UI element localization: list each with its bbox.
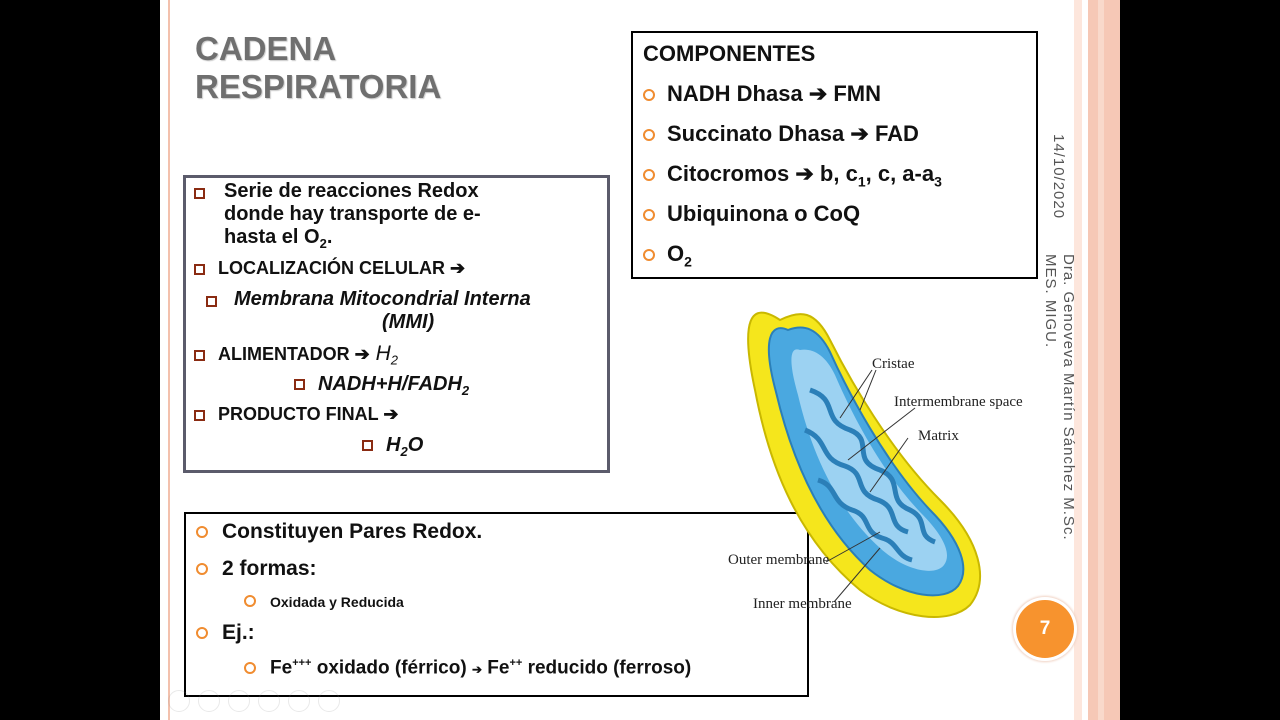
side-author-line1: Dra. Genoveva Martín Sánchez M.Sc. [1060, 254, 1077, 541]
zoom-icon[interactable] [288, 690, 310, 712]
component-item-citocromos: Citocromos ➔ b, c1, c, a-a3 [643, 161, 942, 189]
mitochondrion-diagram: Cristae Intermembrane space Matrix [747, 311, 1023, 618]
definition-item-producto: PRODUCTO FINAL ➔ [194, 404, 398, 425]
bullet-square-icon [362, 440, 373, 452]
arrow-icon: ➔ [383, 404, 399, 424]
slide: CADENA RESPIRATORIA COMPONENTES NADH Dha… [160, 0, 1120, 720]
cristae-folds-2 [803, 427, 909, 535]
more-options-icon[interactable] [318, 690, 340, 712]
definition-item-serie: Serie de reacciones Redox donde hay tran… [194, 180, 594, 255]
side-author-line2: MES. MIGU. [1042, 254, 1059, 349]
bullet-circle-icon [643, 169, 655, 182]
decor-band-light [1074, 0, 1082, 720]
mitochondrion-body [747, 311, 981, 618]
label-intermembrane-space: Intermembrane space [894, 394, 1023, 410]
component-item-ubiquinona: Ubiquinona o CoQ [643, 201, 860, 227]
component-item-succinato: Succinato Dhasa ➔ FAD [643, 121, 919, 147]
next-slide-icon[interactable] [198, 690, 220, 712]
bullet-circle-icon [244, 595, 256, 607]
label-inner-membrane: Inner membrane [753, 596, 852, 612]
arrow-icon: ➔ [808, 81, 828, 106]
definition-item-alimentador: ALIMENTADOR ➔ H2 [194, 342, 398, 368]
pairs-item-formas: 2 formas: [196, 557, 317, 581]
components-box: COMPONENTES NADH Dhasa ➔ FMN Succinato D… [631, 31, 1038, 279]
page-number-badge: 7 [1016, 600, 1074, 658]
previous-slide-icon[interactable] [168, 690, 190, 712]
definition-subitem-nadh: NADH+H/FADH2 [294, 373, 469, 398]
pairs-box: Constituyen Pares Redox. 2 formas: Oxida… [184, 512, 809, 697]
bullet-circle-icon [244, 662, 256, 675]
slides-grid-icon[interactable] [258, 690, 280, 712]
definition-subitem-mmi: Membrana Mitocondrial Interna (MMI) [206, 288, 531, 334]
bullet-circle-icon [643, 249, 655, 262]
cristae-folds-3 [817, 477, 913, 563]
arrow-icon: ➔ [449, 258, 466, 278]
slide-title: CADENA RESPIRATORIA [195, 30, 441, 106]
slideshow-controls[interactable] [168, 690, 340, 712]
arrow-icon: ➔ [795, 161, 814, 186]
definition-subitem-water: H2O [362, 434, 423, 459]
title-line-1: CADENA [195, 30, 337, 67]
cristae-folds [809, 387, 937, 545]
diagram-leader-lines [825, 369, 916, 603]
bullet-circle-icon [196, 526, 208, 539]
page-number: 7 [1039, 618, 1051, 639]
decor-band-pink [1088, 0, 1120, 720]
pairs-subitem-oxidada: Oxidada y Reducida [244, 594, 404, 610]
bullet-square-icon [206, 296, 217, 307]
pairs-subitem-example: Fe+++ oxidado (férrico) ➔ Fe++ reducido … [244, 657, 691, 679]
bullet-circle-icon [643, 129, 655, 142]
component-item-nadh: NADH Dhasa ➔ FMN [643, 81, 881, 107]
bullet-square-icon [194, 188, 205, 199]
bullet-circle-icon [196, 563, 208, 576]
bullet-circle-icon [196, 627, 208, 640]
pen-icon[interactable] [228, 690, 250, 712]
label-matrix: Matrix [918, 428, 959, 444]
arrow-icon: ➔ [471, 662, 482, 677]
definition-box: Serie de reacciones Redox donde hay tran… [183, 175, 610, 473]
bullet-square-icon [194, 409, 205, 421]
bullet-circle-icon [643, 89, 655, 102]
decor-band-stripe [1098, 0, 1104, 720]
side-date: 14/10/2020 [1050, 134, 1067, 220]
bullet-square-icon [294, 379, 305, 391]
label-outer-membrane: Outer membrane [728, 552, 830, 568]
bullet-square-icon [194, 263, 205, 275]
pairs-item-ej: Ej.: [196, 621, 255, 645]
pairs-item-constituyen: Constituyen Pares Redox. [196, 520, 482, 544]
component-item-oxygen: O2 [643, 241, 692, 269]
definition-item-localizacion: LOCALIZACIÓN CELULAR ➔ [194, 258, 465, 279]
arrow-icon: ➔ [850, 121, 869, 146]
decor-left-line [168, 0, 170, 720]
components-heading: COMPONENTES [643, 41, 816, 66]
bullet-square-icon [194, 349, 205, 361]
bullet-circle-icon [643, 209, 655, 222]
label-cristae: Cristae [872, 356, 915, 372]
arrow-icon: ➔ [354, 344, 370, 364]
title-line-2: RESPIRATORIA [195, 68, 442, 105]
